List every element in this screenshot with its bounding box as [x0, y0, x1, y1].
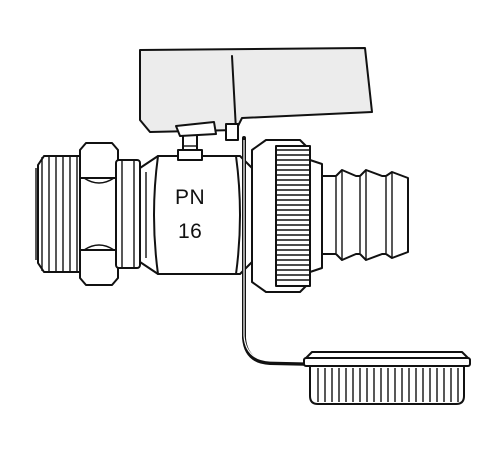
lever-handle [139, 47, 373, 141]
threaded-nipple [35, 155, 85, 273]
cap-knurl-lines [317, 368, 459, 402]
pressure-rating-label: PN [175, 186, 206, 209]
pressure-rating-value: 16 [178, 220, 203, 243]
union-hex-nut [79, 142, 119, 286]
dust-cap [303, 351, 471, 405]
valve-body [139, 149, 253, 275]
hose-barb [321, 169, 409, 261]
knurl-lines [277, 149, 309, 281]
retaining-strap [242, 136, 318, 366]
thread-ridges [41, 157, 78, 271]
union-collar [115, 159, 141, 269]
knurled-coupling-ring [251, 139, 323, 293]
